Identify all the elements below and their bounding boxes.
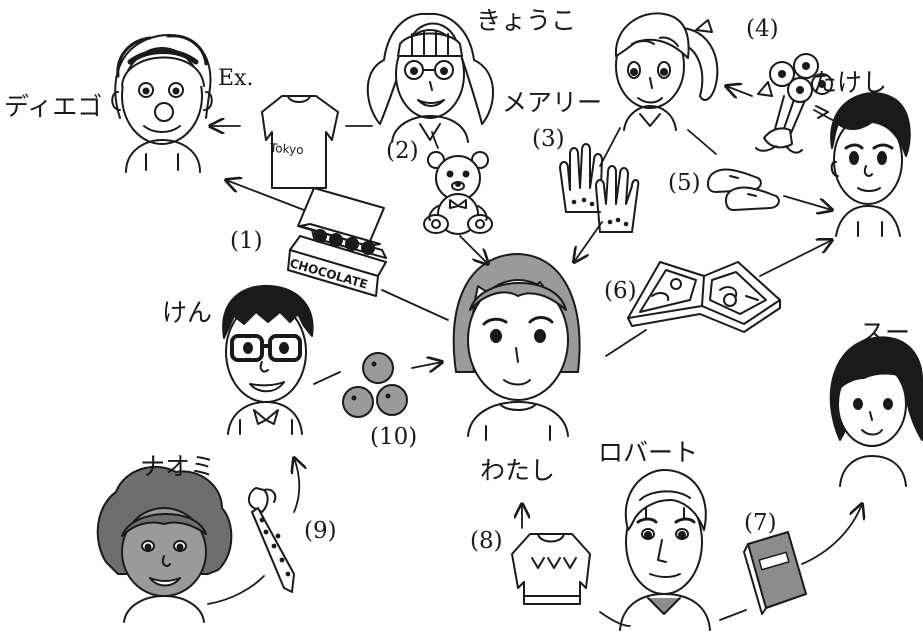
person-mary (614, 12, 719, 131)
label-kyouko: きょうこ (476, 6, 577, 35)
gift-arrows (207, 86, 862, 627)
number-5: (5) (668, 170, 701, 196)
sweatshirt-text: Tokyo (269, 140, 305, 158)
book-gift (743, 531, 807, 615)
label-sue: スー (860, 318, 911, 347)
person-sue (829, 336, 923, 487)
shoes-gift (707, 168, 780, 211)
number-2: (2) (386, 138, 419, 164)
example-label: Ex. (218, 66, 254, 91)
chocolate-box-gift (287, 187, 387, 297)
label-takeshi: たけし (812, 68, 888, 97)
label-robert: ロバート (598, 438, 699, 467)
person-diego (111, 34, 213, 173)
gloves-gift (559, 143, 640, 233)
flowers-gift (755, 53, 833, 154)
number-8: (8) (470, 528, 503, 554)
person-kyouko (366, 12, 494, 143)
label-mary: メアリー (502, 88, 603, 117)
label-watashi: わたし (480, 456, 556, 485)
label-naomi: ナオミ (140, 452, 216, 481)
sweatshirt-gift (261, 95, 339, 189)
person-ken (222, 284, 314, 435)
label-ken: けん (162, 298, 213, 327)
number-1: (1) (230, 228, 263, 254)
number-6: (6) (604, 278, 637, 304)
sweater-gift (511, 533, 591, 605)
number-3: (3) (532, 126, 565, 152)
oranges-gift (342, 352, 408, 418)
number-10: (10) (370, 424, 418, 450)
magazine-gift (627, 261, 781, 333)
number-7: (7) (744, 510, 777, 536)
person-watashi (452, 253, 581, 441)
teddy-bear-gift (423, 151, 493, 235)
number-9: (9) (304, 518, 337, 544)
label-diego: ディエゴ (4, 92, 103, 121)
number-4: (4) (746, 16, 779, 42)
necktie-gift (248, 487, 295, 593)
person-takeshi (830, 92, 911, 237)
person-naomi (96, 465, 233, 623)
person-robert (619, 469, 711, 631)
